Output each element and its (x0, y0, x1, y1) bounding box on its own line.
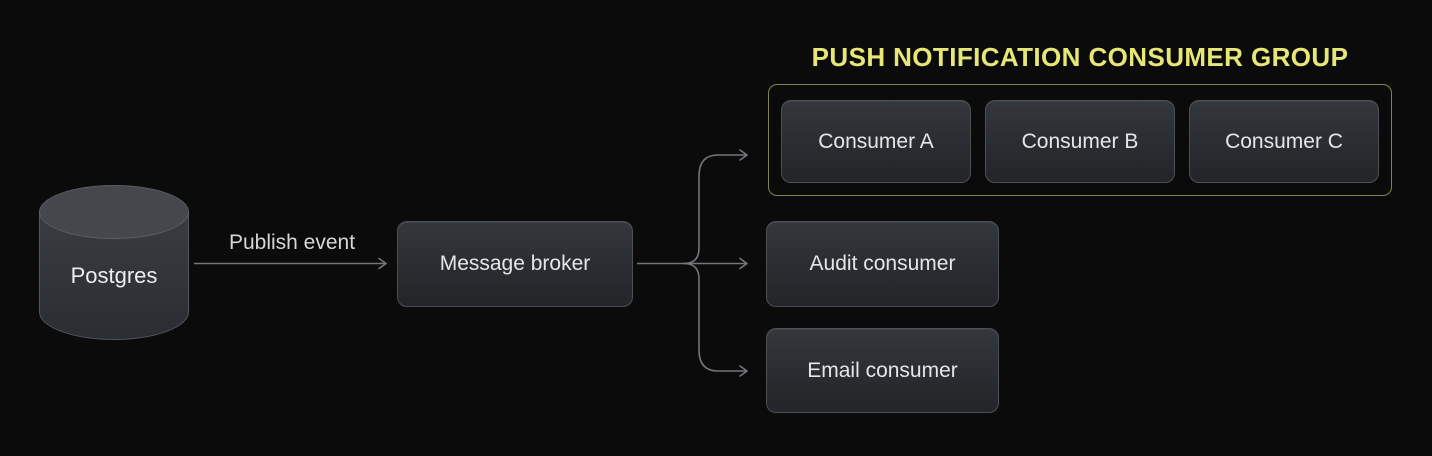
consumer-a-label: Consumer A (818, 129, 934, 153)
message-broker-node: Message broker (397, 221, 633, 307)
consumer-a-node: Consumer A (781, 100, 971, 183)
postgres-database-node: Postgres (39, 185, 189, 340)
database-cylinder-top (39, 185, 189, 239)
edge-broker-to-email (683, 262, 748, 377)
consumer-c-node: Consumer C (1189, 100, 1379, 183)
consumer-b-node: Consumer B (985, 100, 1175, 183)
postgres-label: Postgres (70, 263, 158, 288)
audit-consumer-label: Audit consumer (809, 252, 956, 275)
message-broker-label: Message broker (439, 252, 591, 275)
email-consumer-label: Email consumer (807, 358, 958, 382)
consumer-c-label: Consumer C (1225, 129, 1343, 153)
push-notification-consumer-group: Consumer A Consumer B Consumer C (768, 84, 1392, 196)
consumer-group-title: PUSH NOTIFICATION CONSUMER GROUP (811, 42, 1349, 72)
publish-event-label: Publish event (228, 231, 356, 254)
edge-broker-to-group (683, 149, 748, 265)
consumer-b-label: Consumer B (1021, 129, 1139, 153)
audit-consumer-node: Audit consumer (766, 221, 999, 307)
email-consumer-node: Email consumer (766, 328, 999, 413)
